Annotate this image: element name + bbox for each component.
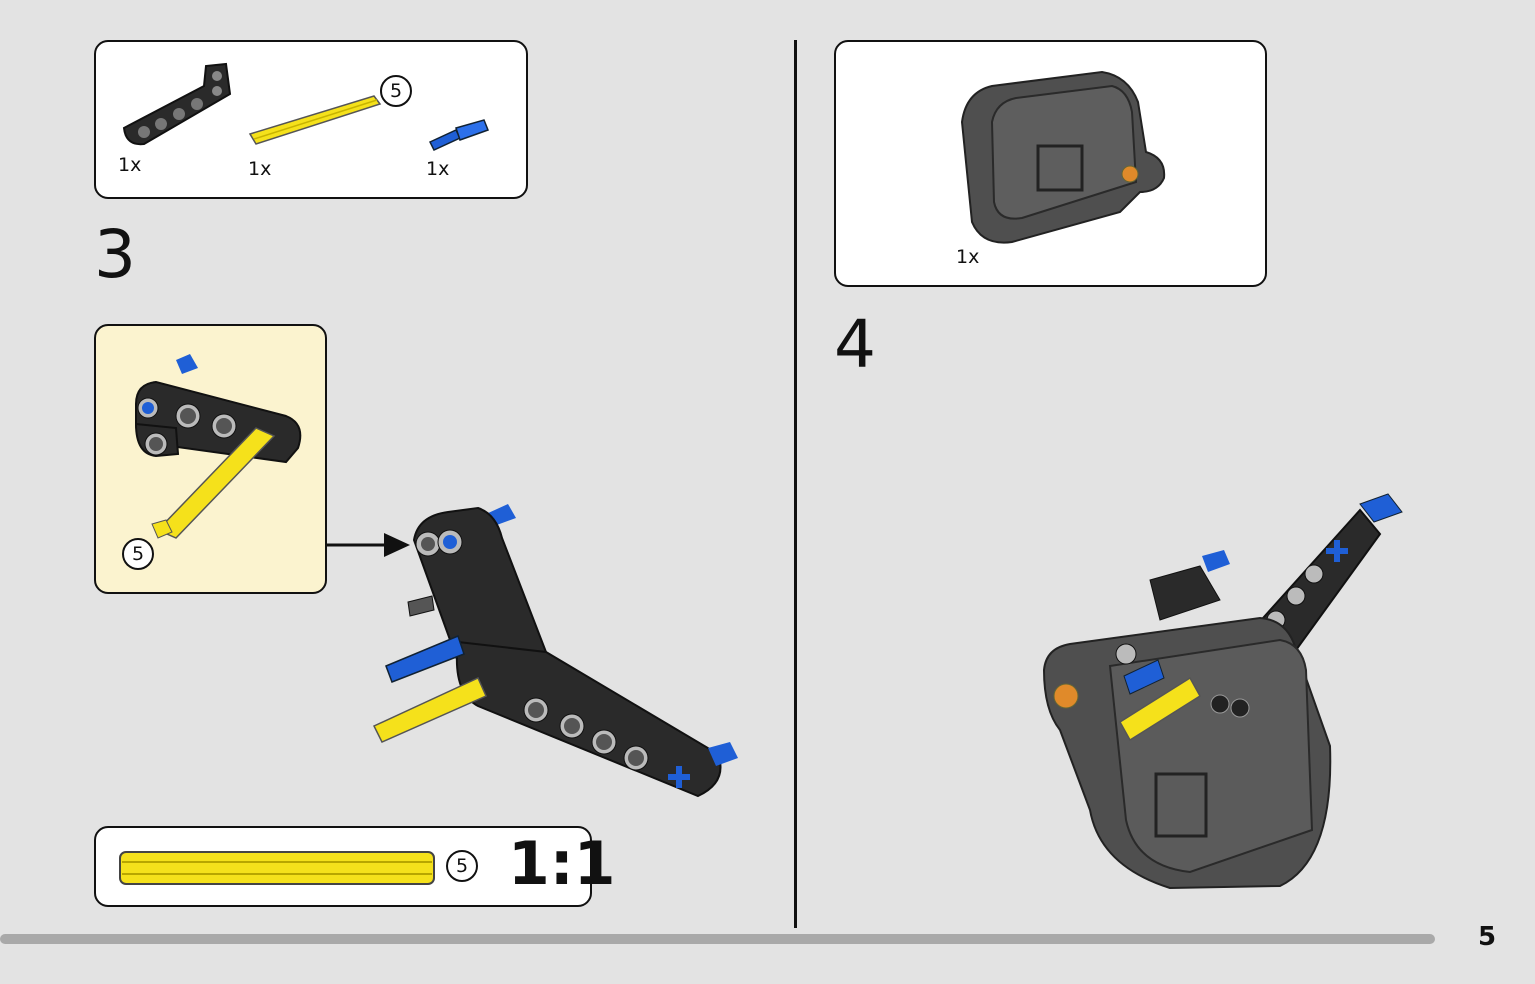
motor-quantity: 1x (956, 246, 980, 268)
pin-quantity: 1x (426, 158, 450, 180)
arrow-icon (326, 533, 410, 557)
black-l-beam-icon (122, 62, 232, 146)
scale-ruler-panel: 5 1:1 (94, 826, 616, 907)
blue-axle-pin-icon (428, 119, 489, 151)
callout-axle-length-badge: 5 (122, 538, 154, 570)
step-number: 3 (94, 216, 136, 293)
gray-motor-icon (960, 70, 1166, 244)
parts-list-panel: 1x (834, 40, 1267, 287)
axle-quantity: 1x (248, 158, 272, 180)
ruler-length-badge: 5 (446, 850, 478, 882)
sub-assembly-illustration (134, 354, 302, 539)
axle-length-badge: 5 (380, 75, 412, 107)
callout-panel: 5 (94, 324, 327, 594)
yellow-axle-5-icon (248, 95, 382, 145)
axle-ruler-icon (119, 851, 435, 885)
step-number: 4 (834, 306, 876, 383)
scale-label: 1:1 (508, 829, 616, 899)
step4-assembly-illustration (1042, 493, 1403, 890)
progress-bar (0, 934, 1435, 944)
beam-quantity: 1x (118, 154, 142, 176)
page-number: 5 (1478, 922, 1497, 952)
parts-list-panel: 1x 5 1x 1x (94, 40, 528, 199)
page-divider (794, 40, 797, 928)
step3-assembly-illustration (372, 504, 738, 798)
